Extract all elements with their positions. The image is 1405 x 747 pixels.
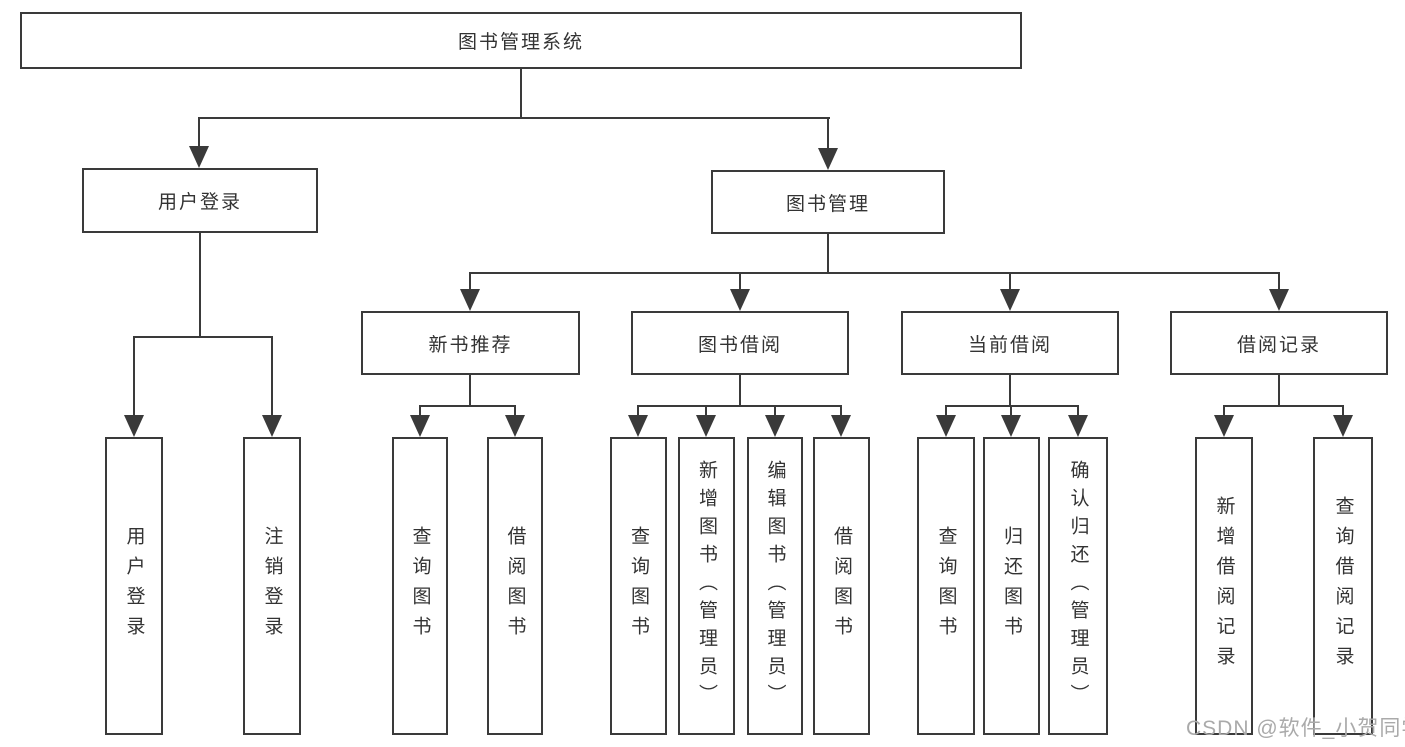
arrow-nb-borrow [505, 415, 525, 437]
node-leaf-bb-query-book: 查询图书 [610, 437, 667, 735]
connector-book-mgmt-stem [827, 234, 829, 273]
node-new-book-recommend: 新书推荐 [361, 311, 580, 375]
node-current-borrow: 当前借阅 [901, 311, 1119, 375]
node-leaf-cb-confirm-return-admin: 确认归还（管理员） [1048, 437, 1108, 735]
leaf-label: 新增图书（管理员） [696, 460, 717, 712]
connector-drop-borrow-record [1278, 272, 1280, 289]
arrow-current-borrow [1000, 289, 1020, 311]
connector-borrow-record-rail [1224, 405, 1344, 407]
connector-drop-br-query [1342, 405, 1344, 415]
connector-current-borrow-stem [1009, 375, 1011, 406]
leaf-label: 用户登录 [123, 526, 145, 646]
connector-drop-book-borrow [739, 272, 741, 289]
node-book-mgmt: 图书管理 [711, 170, 945, 234]
node-leaf-nb-borrow-book: 借阅图书 [487, 437, 543, 735]
node-leaf-br-query-record: 查询借阅记录 [1313, 437, 1373, 735]
leaf-label: 新增借阅记录 [1213, 496, 1235, 676]
node-leaf-br-add-record: 新增借阅记录 [1195, 437, 1253, 735]
arrow-cb-return [1001, 415, 1021, 437]
arrow-new-book [460, 289, 480, 311]
node-leaf-bb-edit-book-admin: 编辑图书（管理员） [747, 437, 803, 735]
arrow-user-login [189, 146, 209, 168]
connector-current-borrow-rail [946, 405, 1079, 407]
arrow-bb-query [628, 415, 648, 437]
connector-new-book-stem [469, 375, 471, 406]
leaf-label: 编辑图书（管理员） [764, 460, 786, 712]
leaf-label: 归还图书 [1001, 526, 1022, 646]
arrow-book-borrow [730, 289, 750, 311]
leaf-label: 借阅图书 [831, 526, 852, 646]
connector-user-login-stem [199, 233, 201, 337]
arrow-cb-query [936, 415, 956, 437]
leaf-label: 查询图书 [409, 526, 431, 646]
node-borrow-record: 借阅记录 [1170, 311, 1388, 375]
connector-book-borrow-stem [739, 375, 741, 406]
node-root-library-system: 图书管理系统 [20, 12, 1022, 69]
connector-drop-bb-borrow [840, 405, 842, 415]
connector-level2-rail [199, 117, 830, 119]
connector-book-borrow-rail [638, 405, 842, 407]
node-leaf-user-login: 用户登录 [105, 437, 163, 735]
node-leaf-nb-query-book: 查询图书 [392, 437, 448, 735]
leaf-label: 确认归还（管理员） [1067, 460, 1089, 712]
node-book-borrow: 图书借阅 [631, 311, 849, 375]
connector-drop-ul-logout [271, 336, 273, 415]
connector-root-stem [520, 69, 522, 118]
connector-level3-rail [470, 272, 1279, 274]
leaf-label: 注销登录 [261, 526, 283, 646]
node-user-login: 用户登录 [82, 168, 318, 233]
connector-drop-book-mgmt [827, 117, 829, 149]
arrow-br-add [1214, 415, 1234, 437]
arrow-bb-add [696, 415, 716, 437]
connector-drop-nb-borrow [514, 405, 516, 415]
arrow-book-mgmt [818, 148, 838, 170]
node-leaf-logout: 注销登录 [243, 437, 301, 735]
arrow-nb-query [410, 415, 430, 437]
arrow-br-query [1333, 415, 1353, 437]
connector-drop-br-add [1223, 405, 1225, 415]
leaf-label: 查询图书 [628, 526, 649, 646]
connector-drop-bb-query [637, 405, 639, 415]
leaf-label: 查询图书 [935, 526, 957, 646]
leaf-label: 借阅图书 [504, 526, 526, 646]
node-leaf-bb-add-book-admin: 新增图书（管理员） [678, 437, 735, 735]
connector-drop-nb-query [419, 405, 421, 415]
csdn-watermark: CSDN @软件_小贺同学 [1186, 717, 1405, 740]
connector-drop-cb-confirm [1077, 405, 1079, 415]
arrow-cb-confirm [1068, 415, 1088, 437]
node-leaf-cb-return-book: 归还图书 [983, 437, 1040, 735]
arrow-ul-logout [262, 415, 282, 437]
connector-drop-bb-add [705, 405, 707, 415]
connector-drop-cb-return [1010, 405, 1012, 415]
connector-drop-user-login [198, 117, 200, 147]
arrow-borrow-record [1269, 289, 1289, 311]
node-leaf-bb-borrow-book: 借阅图书 [813, 437, 870, 735]
connector-drop-new-book [469, 272, 471, 289]
connector-user-login-rail [134, 336, 272, 338]
connector-new-book-rail [420, 405, 516, 407]
connector-drop-cb-query [945, 405, 947, 415]
connector-drop-ul-login [133, 336, 135, 415]
arrow-ul-login [124, 415, 144, 437]
node-leaf-cb-query-book: 查询图书 [917, 437, 975, 735]
connector-borrow-record-stem [1278, 375, 1280, 406]
arrow-bb-edit [765, 415, 785, 437]
connector-drop-bb-edit [774, 405, 776, 415]
connector-drop-current-borrow [1009, 272, 1011, 289]
arrow-bb-borrow [831, 415, 851, 437]
leaf-label: 查询借阅记录 [1332, 496, 1354, 676]
